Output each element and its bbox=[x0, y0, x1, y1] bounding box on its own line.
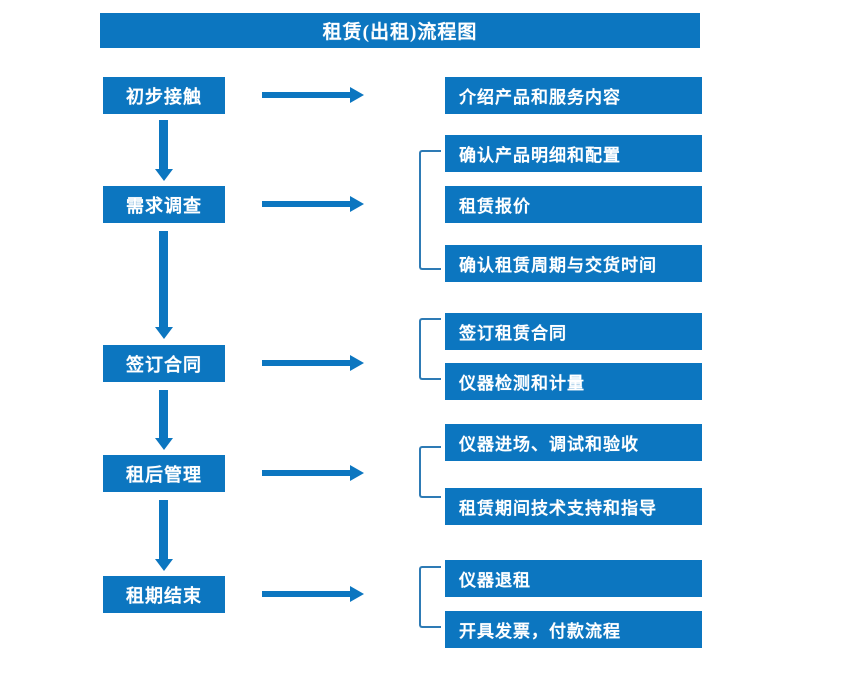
detail-box-9[interactable]: 仪器退租 bbox=[445, 560, 702, 597]
detail-box-4[interactable]: 确认租赁周期与交货时间 bbox=[445, 245, 702, 282]
stage-box-2[interactable]: 需求调查 bbox=[103, 186, 225, 223]
group-bracket-3 bbox=[419, 318, 441, 380]
group-bracket-4 bbox=[419, 446, 441, 498]
stage-detail-arrow-2 bbox=[262, 201, 350, 207]
stage-detail-arrow-5 bbox=[262, 591, 350, 597]
detail-box-1[interactable]: 介绍产品和服务内容 bbox=[445, 77, 702, 114]
chart-title: 租赁(出租)流程图 bbox=[100, 13, 700, 48]
detail-box-2[interactable]: 确认产品明细和配置 bbox=[445, 135, 702, 172]
stage-detail-arrow-4 bbox=[262, 470, 350, 476]
group-bracket-2 bbox=[419, 150, 441, 270]
flow-arrow-down-1 bbox=[159, 120, 168, 170]
stage-box-5[interactable]: 租期结束 bbox=[103, 576, 225, 613]
flow-arrow-down-2 bbox=[159, 231, 168, 328]
stage-box-1[interactable]: 初步接触 bbox=[103, 77, 225, 114]
detail-box-6[interactable]: 仪器检测和计量 bbox=[445, 363, 702, 400]
detail-box-3[interactable]: 租赁报价 bbox=[445, 186, 702, 223]
detail-box-5[interactable]: 签订租赁合同 bbox=[445, 313, 702, 350]
stage-box-3[interactable]: 签订合同 bbox=[103, 345, 225, 382]
flow-arrow-down-3 bbox=[159, 390, 168, 439]
detail-box-8[interactable]: 租赁期间技术支持和指导 bbox=[445, 488, 702, 525]
stage-detail-arrow-1 bbox=[262, 92, 350, 98]
detail-box-7[interactable]: 仪器进场、调试和验收 bbox=[445, 424, 702, 461]
stage-detail-arrow-3 bbox=[262, 360, 350, 366]
detail-box-10[interactable]: 开具发票，付款流程 bbox=[445, 611, 702, 648]
flow-arrow-down-4 bbox=[159, 500, 168, 560]
stage-box-4[interactable]: 租后管理 bbox=[103, 455, 225, 492]
group-bracket-5 bbox=[419, 566, 441, 628]
